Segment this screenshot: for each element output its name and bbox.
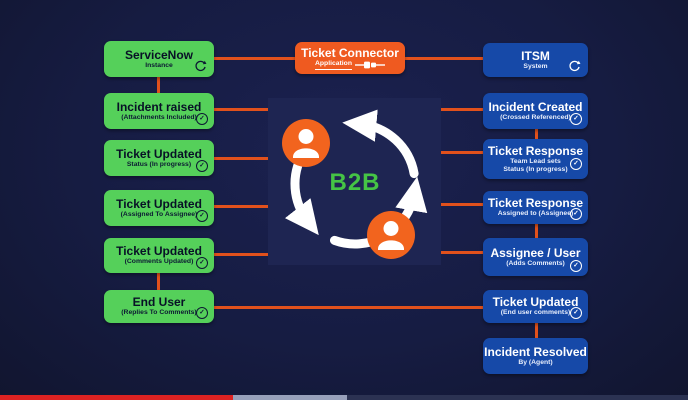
line-created-response [535, 128, 538, 139]
check-icon: ✓ [570, 307, 582, 319]
ticket-updated-comments-box: Ticket Updated (Comments Updated) ✓ [104, 238, 214, 273]
line-assigned-center [214, 205, 268, 208]
person-icon [367, 211, 415, 259]
box-subtitle: (Replies To Comments) [121, 309, 197, 316]
check-icon: ✓ [196, 257, 208, 269]
sync-icon [569, 60, 581, 72]
box-subtitle: System [523, 62, 548, 70]
b2b-panel: B2B [268, 98, 441, 265]
box-title: Incident Resolved [484, 344, 587, 359]
video-progress-played[interactable] [0, 395, 233, 400]
line-comments-enduser [157, 272, 160, 290]
box-subtitle: Application [314, 60, 352, 70]
servicenow-box: ServiceNow Instance [104, 41, 214, 77]
plug-icon [355, 61, 385, 68]
box-title: ITSM [521, 48, 550, 63]
b2b-label: B2B [329, 169, 380, 196]
box-subtitle-2: Status (In progress) [503, 165, 568, 173]
box-title: Ticket Response [487, 143, 584, 158]
box-subtitle: (Attachments Included) [121, 113, 197, 121]
box-title: Incident raised [116, 99, 202, 114]
line-enduser-ticket-updated [214, 306, 483, 309]
line-center-assignee [441, 251, 483, 254]
check-icon: ✓ [570, 208, 582, 220]
video-progress-track[interactable] [347, 395, 688, 400]
ticket-response-assigned-box: Ticket Response Assigned to (Assignee) ✓ [483, 191, 588, 224]
box-subtitle: (Comments Updated) [124, 258, 194, 265]
line-center-incident-created [441, 108, 483, 111]
incident-resolved-box: Incident Resolved By (Agent) [483, 338, 588, 374]
incident-raised-box: Incident raised (Attachments Included) ✓ [104, 93, 214, 129]
box-subtitle: (Crossed Referenced) [500, 113, 571, 121]
line-connector-itsm [405, 57, 483, 60]
check-icon: ✓ [196, 210, 208, 222]
check-icon: ✓ [196, 113, 208, 125]
ticket-updated-assigned-box: Ticket Updated (Assigned To Assignee) ✓ [104, 190, 214, 226]
video-progress-buffered[interactable] [233, 395, 347, 400]
ticket-updated-enduser-box: Ticket Updated (End user comments) ✓ [483, 290, 588, 323]
line-center-ticket-response1 [441, 151, 483, 154]
box-subtitle: By (Agent) [518, 358, 553, 366]
box-subtitle: Team Lead sets [510, 157, 561, 165]
itsm-box: ITSM System [483, 43, 588, 77]
sync-icon [195, 60, 207, 72]
line-incident-raised-center [214, 108, 268, 111]
box-subtitle: (Assigned To Assignee) [120, 210, 198, 218]
box-subtitle: Assigned to (Assignee) [497, 210, 574, 217]
check-icon: ✓ [196, 160, 208, 172]
box-title: Assignee / User [490, 245, 581, 260]
line-servicenow-connector [214, 57, 295, 60]
check-icon: ✓ [570, 113, 582, 125]
line-comments-center [214, 253, 268, 256]
box-title: Ticket Updated [116, 244, 202, 258]
incident-created-box: Incident Created (Crossed Referenced) ✓ [483, 93, 588, 129]
assignee-user-box: Assignee / User (Adds Comments) ✓ [483, 238, 588, 276]
ticket-updated-status-box: Ticket Updated Status (In progress) ✓ [104, 140, 214, 176]
box-title: Ticket Updated [116, 196, 202, 211]
box-title: ServiceNow [124, 47, 194, 62]
box-title: Ticket Connector [301, 45, 399, 60]
ticket-connector-box: Ticket Connector Application [295, 42, 405, 74]
box-subtitle: (End user comments) [500, 309, 571, 316]
box-title: Ticket Updated [492, 295, 579, 309]
person-icon [282, 119, 330, 167]
line-status-center [214, 157, 268, 160]
circular-arrows-icon: B2B [282, 109, 428, 259]
box-title: Incident Created [488, 99, 583, 114]
box-subtitle: (Adds Comments) [506, 259, 565, 267]
box-title: Ticket Updated [116, 146, 202, 161]
box-subtitle: Instance [145, 61, 173, 69]
box-subtitle: Status (In progress) [126, 160, 192, 168]
line-updated-resolved [535, 322, 538, 338]
end-user-box: End User (Replies To Comments) ✓ [104, 290, 214, 323]
line-servicenow-incident [157, 77, 160, 93]
line-center-ticket-response2 [441, 203, 483, 206]
box-title: End User [132, 295, 186, 309]
check-icon: ✓ [196, 307, 208, 319]
line-response-assignee [535, 223, 538, 238]
check-icon: ✓ [570, 158, 582, 170]
ticket-response-teamlead-box: Ticket Response Team Lead sets Status (I… [483, 139, 588, 179]
check-icon: ✓ [570, 260, 582, 272]
box-title: Ticket Response [487, 196, 584, 210]
